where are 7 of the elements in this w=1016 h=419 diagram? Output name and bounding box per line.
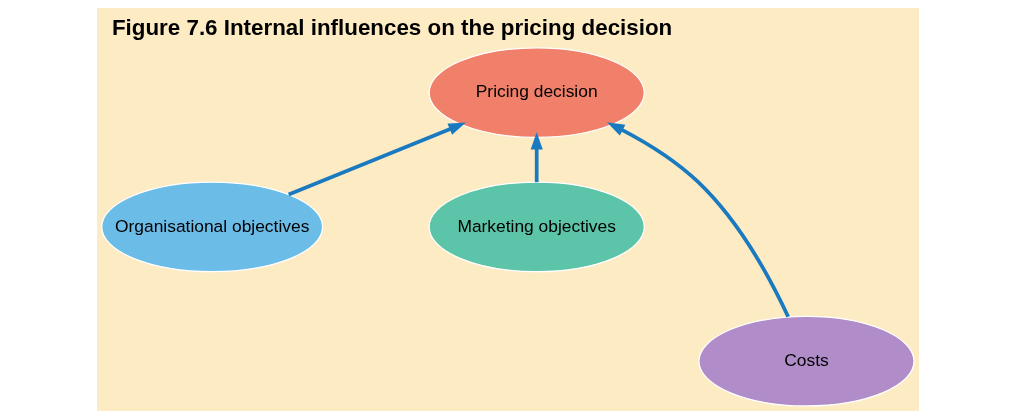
arrow <box>530 132 543 183</box>
arrow <box>607 122 790 318</box>
node-ellipse: Organisational objectives <box>101 181 324 273</box>
arrow <box>287 122 466 197</box>
node-ellipse: Marketing objectives <box>428 181 645 273</box>
diagram-title: Figure 7.6 Internal influences on the pricing decision <box>111 14 673 40</box>
node-ellipse: Costs <box>698 315 915 407</box>
